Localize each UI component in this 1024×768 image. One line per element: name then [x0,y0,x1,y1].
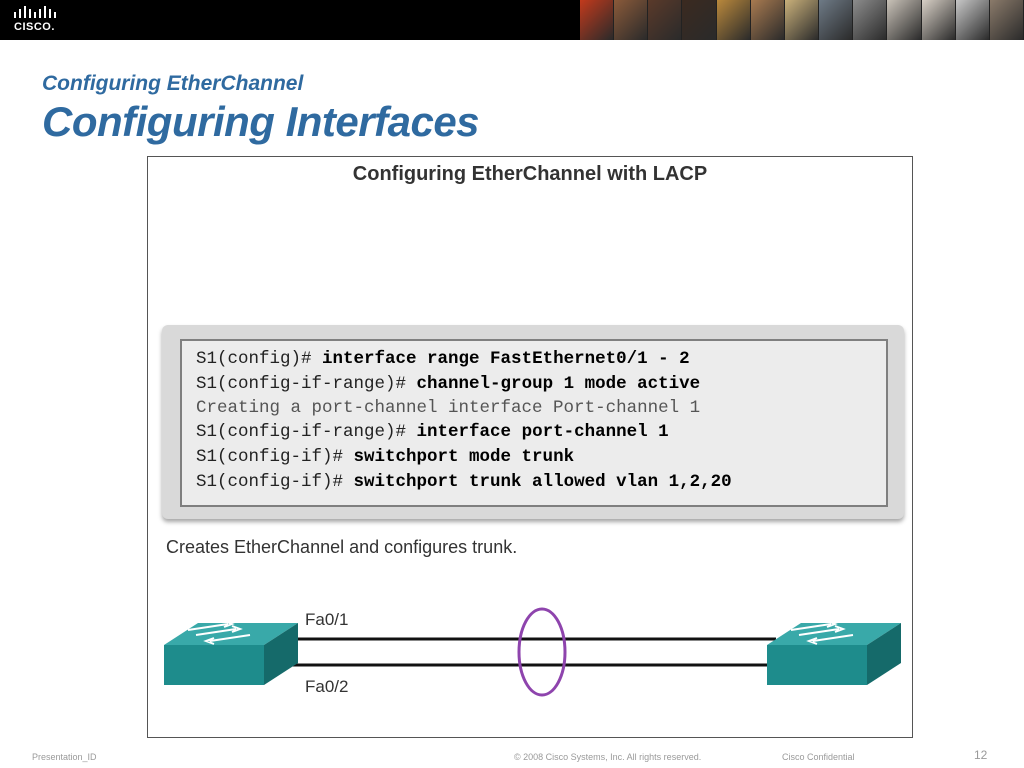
cli-command: interface range FastEthernet0/1 - 2 [322,349,690,369]
slide-title: Configuring Interfaces [42,98,480,145]
header-photo [614,0,649,40]
cli-line: S1(config-if)# switchport trunk allowed … [196,472,732,492]
cisco-logo: CISCO. [10,4,70,36]
header-photo [921,0,956,40]
link-bottom-label: Fa0/2 [305,677,348,696]
switch-right-icon [767,620,901,685]
figure-title: Configuring EtherChannel with LACP [352,163,708,185]
figure-caption: Creates EtherChannel and configures trun… [166,537,518,557]
cli-command: switchport trunk allowed vlan 1,2,20 [353,472,732,492]
cli-prompt: S1(config-if-range)# [196,374,417,394]
slide-subtitle: Configuring EtherChannel [42,72,304,95]
cli-box: S1(config)# interface range FastEthernet… [180,339,888,507]
header-photo-strip [580,0,1024,40]
header-photo [989,0,1024,40]
cli-line: Creating a port-channel interface Port-c… [196,398,700,418]
page-number: 12 [974,748,988,762]
cli-output: Creating a port-channel interface Port-c… [196,398,701,418]
cli-command: switchport mode trunk [353,447,575,467]
footer-confidential: Cisco Confidential [782,752,855,762]
footer-presentation-id: Presentation_ID [32,752,97,762]
header-photo [955,0,990,40]
header-photo [648,0,683,40]
header-photo [750,0,785,40]
cli-prompt: S1(config-if)# [196,472,354,492]
link-top-label: Fa0/1 [305,610,348,629]
cli-line: S1(config-if)# switchport mode trunk [196,447,574,467]
header-photo [716,0,751,40]
cli-prompt: S1(config-if-range)# [196,422,417,442]
header-photo [853,0,888,40]
figure-panel: Configuring EtherChannel with LACP S1(co… [147,156,913,738]
topology-diagram: Fa0/1 Fa0/2 [164,607,901,697]
cli-prompt: S1(config)# [196,349,323,369]
header-photo [819,0,854,40]
cli-line: S1(config-if-range)# interface port-chan… [196,422,669,442]
logo-text: CISCO. [14,21,55,33]
cli-line: S1(config)# interface range FastEthernet… [196,349,690,369]
header-photo [784,0,820,40]
header-photo [682,0,717,40]
etherchannel-bundle-icon [517,607,567,697]
cli-frame: S1(config)# interface range FastEthernet… [162,325,904,519]
cli-command: channel-group 1 mode active [416,374,701,394]
switch-left-icon [164,620,298,685]
cli-line: S1(config-if-range)# channel-group 1 mod… [196,374,700,394]
header-photo [887,0,922,40]
header-photo [580,0,615,40]
cli-command: interface port-channel 1 [416,422,669,442]
footer-copyright: © 2008 Cisco Systems, Inc. All rights re… [514,752,702,762]
cisco-bars-icon [14,6,56,18]
header-bar: CISCO. [0,0,1024,40]
cli-prompt: S1(config-if)# [196,447,354,467]
